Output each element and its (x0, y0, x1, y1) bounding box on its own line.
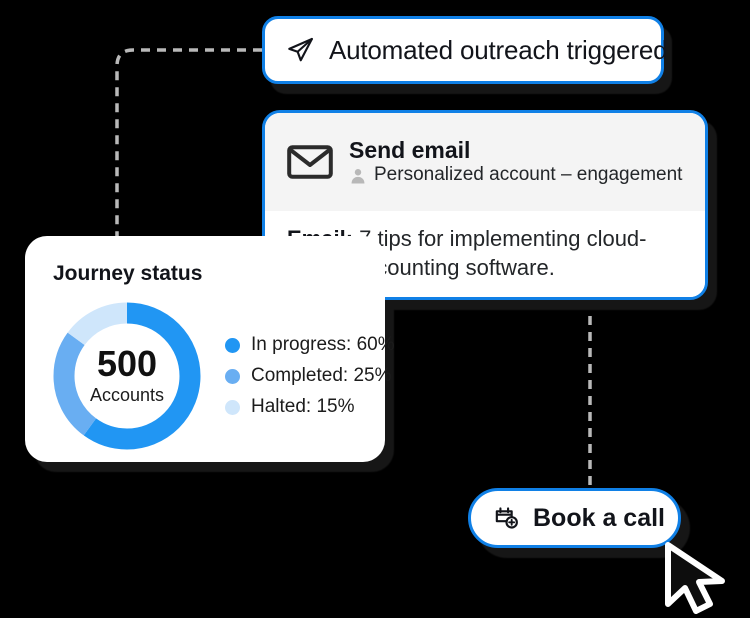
book-a-call-label: Book a call (533, 503, 665, 532)
legend-dot (225, 368, 240, 384)
automated-outreach-card[interactable]: Automated outreach triggered (262, 16, 668, 84)
person-icon (351, 168, 365, 184)
journey-chart-row: 500 Accounts In progress: 60% Completed: … (25, 296, 395, 456)
journey-title: Journey status (53, 262, 203, 285)
legend-dot (225, 399, 240, 415)
journey-donut-chart: 500 Accounts (47, 296, 207, 456)
donut-svg (53, 302, 201, 450)
email-card-audience-label: Personalized account – engagement (374, 164, 683, 186)
email-card-header: Send email Personalized account – engage… (265, 113, 705, 211)
legend-label: In progress: 60% (251, 334, 395, 355)
journey-legend: In progress: 60% Completed: 25% Halted: 15… (225, 334, 395, 418)
connector-outreach-to-journey (115, 48, 262, 262)
legend-label: Halted: 15% (251, 396, 355, 417)
legend-item: Completed: 25% (225, 365, 395, 387)
mouse-pointer-icon (665, 542, 725, 614)
envelope-icon (287, 145, 333, 179)
paper-plane-icon (288, 37, 313, 62)
email-card-title: Send email (349, 136, 471, 163)
book-a-call-button[interactable]: Book a call (468, 488, 681, 548)
legend-item: Halted: 15% (225, 396, 395, 418)
journey-status-card[interactable]: Journey status 500 Accounts In progress:… (25, 236, 395, 462)
outreach-label: Automated outreach triggered (329, 34, 668, 65)
legend-dot (225, 337, 240, 353)
email-card-audience: Personalized account – engagement (349, 164, 683, 186)
legend-label: Completed: 25% (251, 365, 392, 386)
calendar-plus-icon (495, 506, 518, 529)
legend-item: In progress: 60% (225, 334, 395, 356)
